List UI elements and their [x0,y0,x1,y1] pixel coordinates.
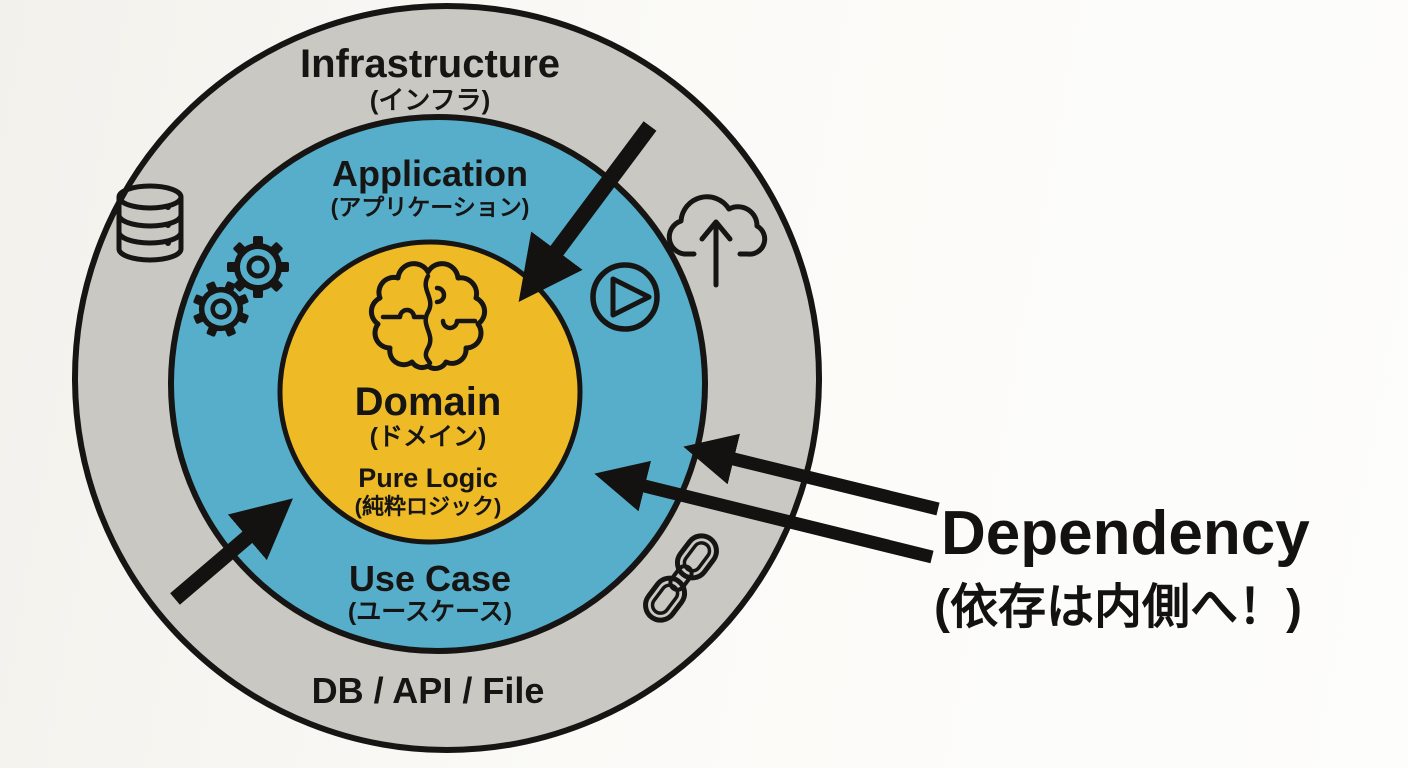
arrow-right-upper-inward [683,433,940,516]
dependency-label: Dependency [941,499,1310,568]
application-label-ja: (アプリケーション) [331,194,530,220]
use-case-label-ja: (ユースケース) [348,598,512,626]
arrow-right-lower-inward [594,460,934,564]
domain-circle [277,239,583,545]
infrastructure-label-ja: (インフラ) [370,85,491,115]
domain-label: Domain [355,380,502,424]
dependency-arrows [170,121,940,605]
brain-puzzle-icon [368,261,488,371]
pure-logic-label-ja: (純粋ロジック) [355,494,502,519]
chain-link-icon [643,533,719,623]
application-label: Application [332,153,528,194]
cloud-upload-icon [666,194,768,288]
database-icon [116,183,184,263]
gears-icon [193,236,289,337]
infrastructure-label: Infrastructure [300,42,560,86]
dependency-label-ja: (依存は内側へ！) [934,581,1302,634]
arrow-top-inward [518,121,657,302]
pure-logic-label: Pure Logic [358,463,498,493]
play-icon [590,262,660,332]
arrow-bottom-left-inward [170,498,293,605]
domain-label-ja: (ドメイン) [370,423,487,451]
use-case-label: Use Case [349,558,511,599]
infrastructure-examples-label: DB / API / File [312,670,545,711]
